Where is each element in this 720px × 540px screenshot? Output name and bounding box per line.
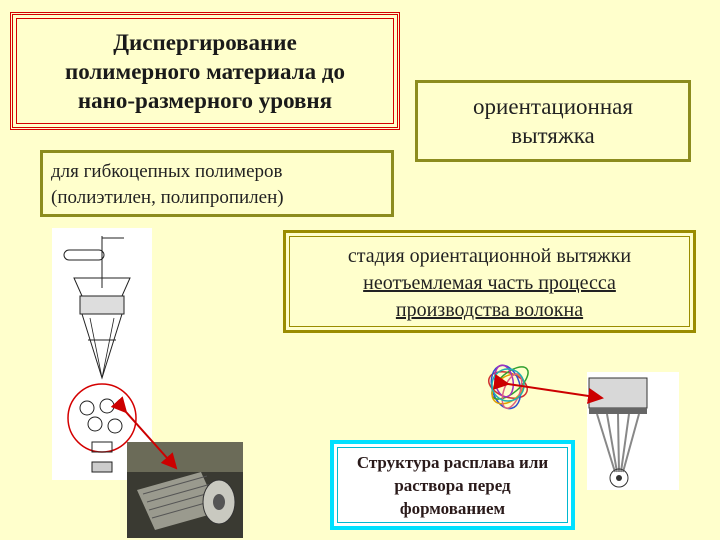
flexible-polymers-box: для гибкоцепных полимеров (полиэтилен, п… bbox=[40, 150, 394, 217]
orientation-box: ориентационная вытяжка bbox=[415, 80, 691, 162]
melt-structure-text: Структура расплава или раствора перед фо… bbox=[356, 452, 549, 518]
orientation-text: ориентационная вытяжка bbox=[473, 94, 633, 148]
stage-line-2: неотъемлемая часть процесса производства… bbox=[363, 272, 616, 321]
stage-line-1: стадия ориентационной вытяжки bbox=[347, 245, 632, 267]
stretching-stage-box: стадия ориентационной вытяжки неотъемлем… bbox=[283, 230, 696, 333]
title-box: Диспергирование полимерного материала до… bbox=[10, 12, 400, 130]
title-text: Диспергирование полимерного материала до… bbox=[64, 29, 346, 113]
spinneret-diagram bbox=[587, 372, 679, 490]
stretching-roller-image bbox=[127, 442, 243, 538]
melt-structure-box: Структура расплава или раствора перед фо… bbox=[330, 440, 575, 530]
flexible-polymers-text: для гибкоцепных полимеров (полиэтилен, п… bbox=[51, 161, 284, 208]
polymer-coil-image bbox=[488, 364, 529, 410]
